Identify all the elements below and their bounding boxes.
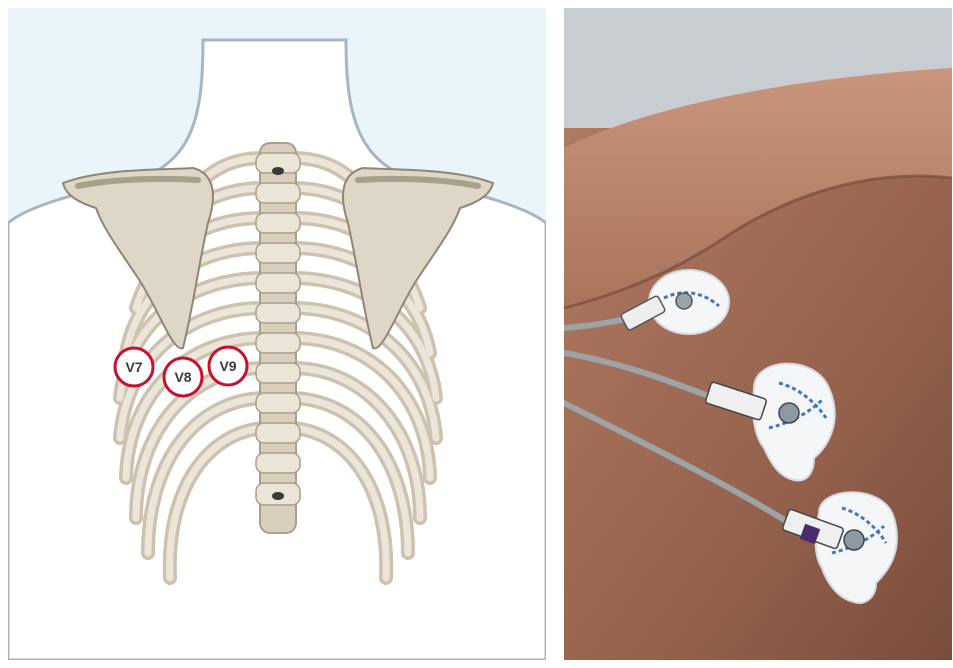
back-anatomy-illustration: V7 V8 V9 — [8, 8, 546, 660]
lead-marker-v7: V7 — [115, 348, 153, 386]
lead-marker-v8: V8 — [164, 358, 202, 396]
back-illustration-panel: V7 V8 V9 — [8, 8, 546, 660]
lead-marker-v9: V9 — [209, 347, 247, 385]
lead-label-v8: V8 — [174, 369, 191, 385]
lead-label-v9: V9 — [219, 358, 236, 374]
lead-label-v7: V7 — [125, 359, 142, 375]
electrode-photo-panel — [564, 8, 952, 660]
electrode-photo — [564, 8, 952, 660]
spine — [256, 143, 300, 533]
